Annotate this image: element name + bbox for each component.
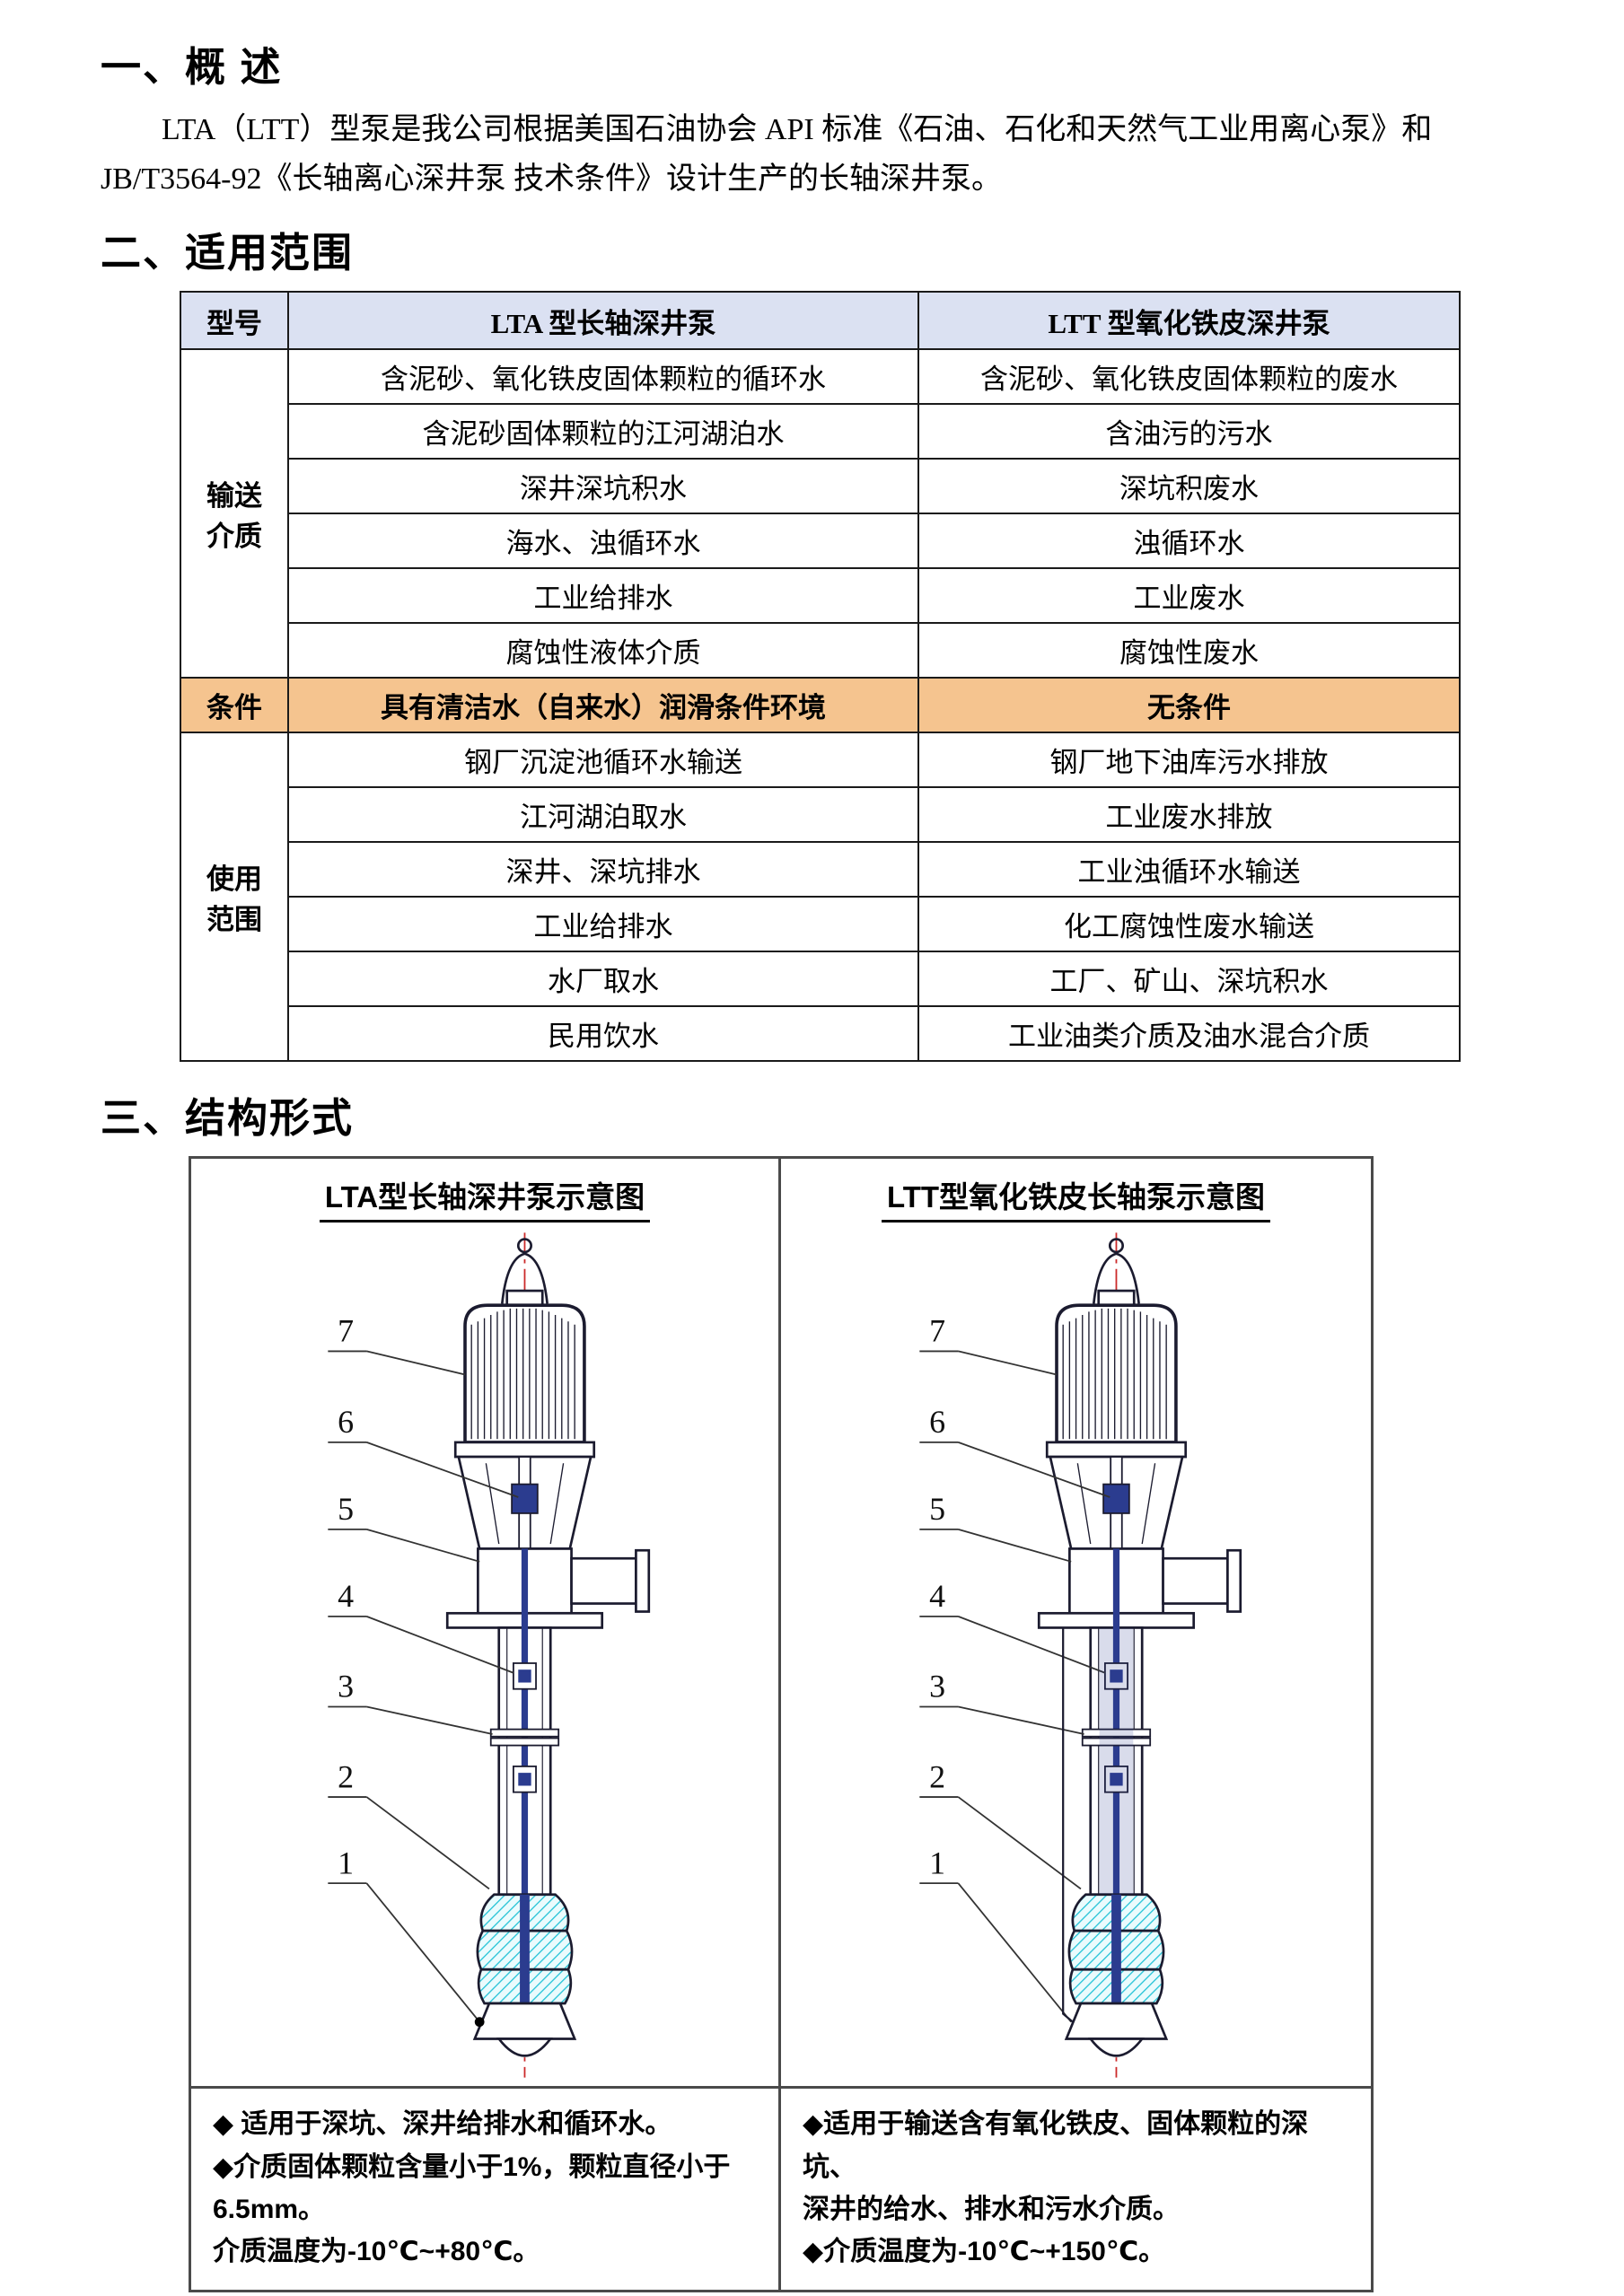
table-row: 深井深坑积水 深坑积废水 xyxy=(180,458,1461,515)
table-cell: 工业废水排放 xyxy=(917,786,1461,844)
table-cell: 工业浊循环水输送 xyxy=(917,841,1461,898)
figure-panel-ltt: LTT型氧化铁皮长轴泵示意图 xyxy=(781,1159,1371,2086)
table-cell: 水厂取水 xyxy=(287,951,919,1008)
figure-title-lta: LTA型长轴深井泵示意图 xyxy=(319,1173,651,1223)
table-row: 水厂取水 工厂、矿山、深坑积水 xyxy=(180,951,1461,1008)
structure-figure: LTA型长轴深井泵示意图 LTT型氧化铁皮长轴泵示意图 ◆ 适用于深坑、深井给排… xyxy=(189,1156,1374,2292)
table-cell: 海水、浊循环水 xyxy=(287,513,919,570)
note-line: ◆介质固体颗粒含量小于1%，颗粒直径小于6.5mm。 xyxy=(213,2151,731,2224)
table-cell: 江河湖泊取水 xyxy=(287,786,919,844)
application-range-table: 型号 LTA 型长轴深井泵 LTT 型氧化铁皮深井泵 输送 介质 含泥砂、氧化铁… xyxy=(180,291,1461,1063)
table-header-row: 型号 LTA 型长轴深井泵 LTT 型氧化铁皮深井泵 xyxy=(180,291,1461,351)
table-cell: 工业废水 xyxy=(917,567,1461,625)
figure-title-ltt: LTT型氧化铁皮长轴泵示意图 xyxy=(881,1173,1271,1223)
table-cell: 钢厂沉淀池循环水输送 xyxy=(287,732,919,789)
group-label-usage: 使用 范围 xyxy=(180,732,289,1063)
note-line: ◆介质温度为-10℃~+150℃。 xyxy=(803,2237,1166,2267)
table-row: 江河湖泊取水 工业废水排放 xyxy=(180,786,1461,844)
figure-panel-lta: LTA型长轴深井泵示意图 xyxy=(191,1159,781,2087)
group-label-condition: 条件 xyxy=(180,677,289,734)
table-cell: 腐蚀性液体介质 xyxy=(287,622,919,679)
pump-diagram-lta xyxy=(299,1228,670,2082)
header-cell-ltt: LTT 型氧化铁皮深井泵 xyxy=(917,291,1461,351)
table-cell: 含油污的污水 xyxy=(917,403,1461,460)
note-line: 介质温度为-10℃~+80℃。 xyxy=(213,2237,540,2267)
group-label-medium: 输送 介质 xyxy=(180,348,289,679)
table-row: 工业给排水 化工腐蚀性废水输送 xyxy=(180,896,1461,953)
table-cell: 民用饮水 xyxy=(287,1005,919,1063)
table-cell: 深井、深坑排水 xyxy=(287,841,919,898)
table-cell: 工业给排水 xyxy=(287,567,919,625)
table-cell: 具有清洁水（自来水）润滑条件环境 xyxy=(287,677,919,734)
section3-title: 三、结构形式 xyxy=(101,1095,355,1142)
external-lube-pipe xyxy=(1062,1627,1074,2023)
table-row: 腐蚀性液体介质 腐蚀性废水 xyxy=(180,622,1461,679)
table-row: 深井、深坑排水 工业浊循环水输送 xyxy=(180,841,1461,898)
section1-paragraph: LTA（LTT）型泵是我公司根据美国石油协会 API 标准《石油、石化和天然气工… xyxy=(101,113,1433,197)
figure-note-lta: ◆ 适用于深坑、深井给排水和循环水。 ◆介质固体颗粒含量小于1%，颗粒直径小于6… xyxy=(191,2086,781,2290)
table-cell: 无条件 xyxy=(917,677,1461,734)
table-cell: 化工腐蚀性废水输送 xyxy=(917,896,1461,953)
table-row: 含泥砂固体颗粒的江河湖泊水 含油污的污水 xyxy=(180,403,1461,460)
table-cell: 含泥砂固体颗粒的江河湖泊水 xyxy=(287,403,919,460)
pump-diagram-ltt xyxy=(891,1228,1261,2082)
table-row: 海水、浊循环水 浊循环水 xyxy=(180,513,1461,570)
table-cell: 深坑积废水 xyxy=(917,458,1461,515)
table-row: 使用 范围 钢厂沉淀池循环水输送 钢厂地下油库污水排放 xyxy=(180,732,1461,1063)
table-cell: 含泥砂、氧化铁皮固体颗粒的废水 xyxy=(917,348,1461,406)
note-line: ◆适用于输送含有氧化铁皮、固体颗粒的深坑、 xyxy=(803,2109,1309,2182)
leader-dot xyxy=(475,2017,485,2028)
table-cell: 含泥砂、氧化铁皮固体颗粒的循环水 xyxy=(287,348,919,406)
table-cell: 钢厂地下油库污水排放 xyxy=(917,732,1461,789)
table-cell: 腐蚀性废水 xyxy=(917,622,1461,679)
table-cell: 浊循环水 xyxy=(917,513,1461,570)
table-cell: 工业给排水 xyxy=(287,896,919,953)
header-cell-lta: LTA 型长轴深井泵 xyxy=(287,291,919,351)
section1-title: 一、概 述 xyxy=(101,44,283,90)
note-line: 深井的给水、排水和污水介质。 xyxy=(803,2194,1180,2224)
header-cell-model: 型号 xyxy=(180,291,289,351)
figure-note-ltt: ◆适用于输送含有氧化铁皮、固体颗粒的深坑、 深井的给水、排水和污水介质。 ◆介质… xyxy=(781,2086,1371,2290)
table-cell: 工厂、矿山、深坑积水 xyxy=(917,951,1461,1008)
table-row: 输送 介质 含泥砂、氧化铁皮固体颗粒的循环水 含泥砂、氧化铁皮固体颗粒的废水 xyxy=(180,348,1461,679)
table-cell: 工业油类介质及油水混合介质 xyxy=(917,1005,1461,1063)
table-row-condition: 条件 具有清洁水（自来水）润滑条件环境 无条件 xyxy=(180,677,1461,734)
table-cell: 深井深坑积水 xyxy=(287,458,919,515)
section2-title: 二、适用范围 xyxy=(101,230,355,276)
note-line: ◆ 适用于深坑、深井给排水和循环水。 xyxy=(213,2109,672,2140)
table-row: 民用饮水 工业油类介质及油水混合介质 xyxy=(180,1005,1461,1063)
column-fluid-tint xyxy=(1099,1628,1134,1894)
table-row: 工业给排水 工业废水 xyxy=(180,567,1461,625)
